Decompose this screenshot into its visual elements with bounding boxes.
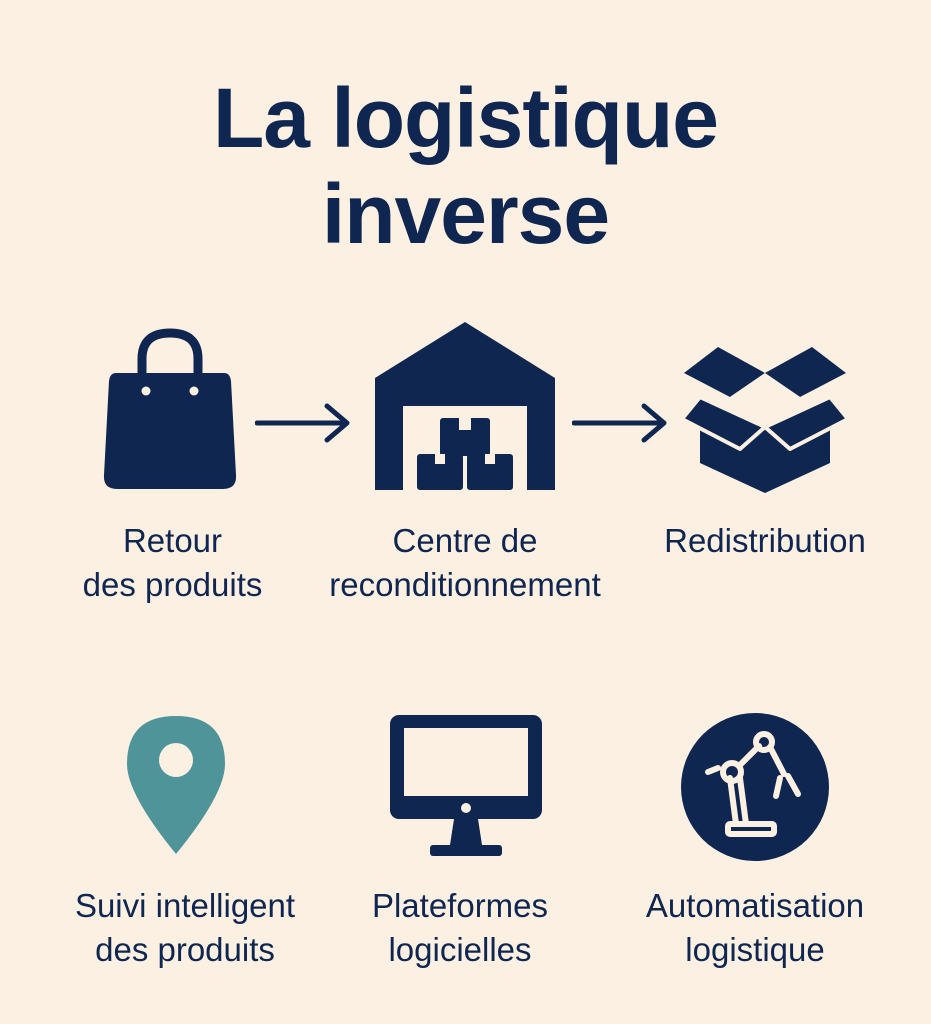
warehouse-icon bbox=[375, 322, 555, 490]
flow-label-refurbishing-center: Centre de reconditionnement bbox=[329, 522, 601, 603]
title-line-1: La logistique bbox=[212, 71, 719, 165]
diagram-title: La logistique inverse bbox=[0, 70, 931, 262]
feature-label-logistics-automation: Automatisation logistique bbox=[645, 887, 865, 968]
arrow-right-icon bbox=[255, 403, 350, 443]
robot-arm-icon bbox=[681, 713, 829, 861]
title-line-2: inverse bbox=[321, 167, 610, 261]
feature-label-software-platforms: Plateformes logicielles bbox=[371, 887, 549, 968]
flow-label-redistribution: Redistribution bbox=[664, 522, 866, 559]
computer-monitor-icon bbox=[390, 715, 542, 856]
arrow-right-icon bbox=[572, 403, 667, 443]
shopping-bag-icon bbox=[103, 328, 237, 489]
location-pin-icon bbox=[127, 716, 225, 854]
flow-label-returns: Retour des produits bbox=[82, 522, 263, 603]
open-box-icon bbox=[680, 347, 850, 493]
feature-label-smart-tracking: Suivi intelligent des produits bbox=[74, 887, 296, 968]
